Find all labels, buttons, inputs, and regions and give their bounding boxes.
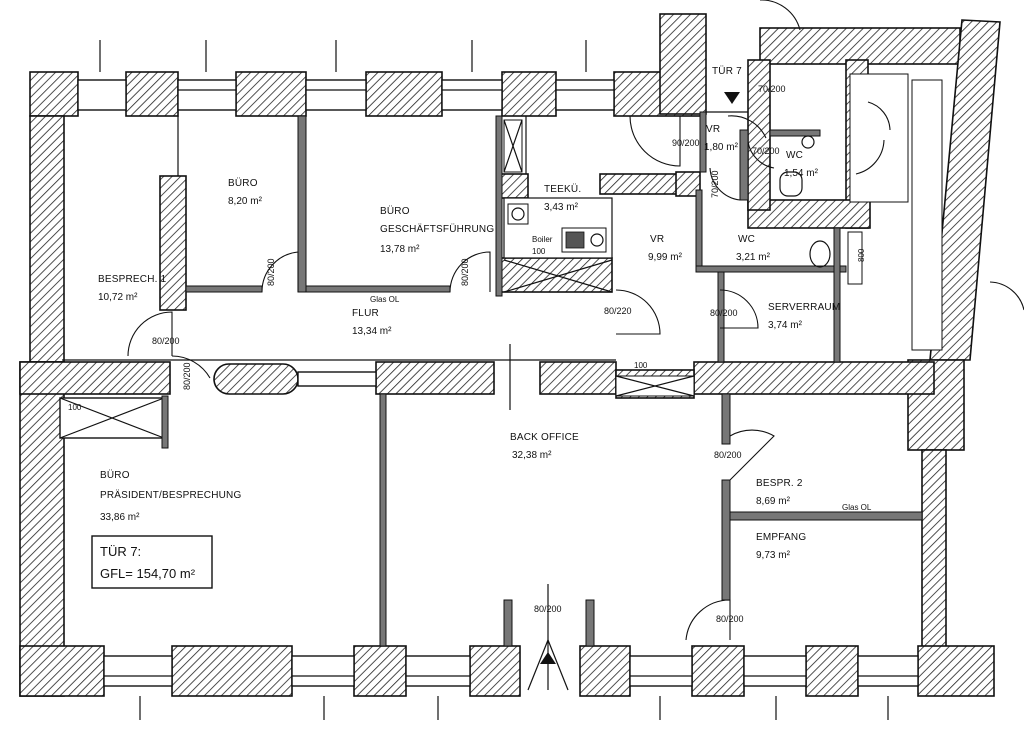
room-name-buero1: BÜRO (228, 177, 258, 189)
room-area-praesident: 33,86 m² (100, 512, 140, 523)
info-box-line2: GFL= 154,70 m² (100, 566, 196, 581)
room-area-buero1: 8,20 m² (228, 196, 263, 207)
door-swings (127, 0, 1024, 641)
room-name2-gf: GESCHÄFTSFÜHRUNG (380, 223, 494, 235)
room-name-teekue: TEEKÜ. (544, 183, 581, 195)
room-name-vr2: VR (650, 234, 664, 245)
door-label: 70/200 (752, 146, 780, 156)
info-box-line1: TÜR 7: (100, 544, 141, 559)
glass-label-besprech2: Glas OL (842, 503, 872, 512)
room-name-besprech1: BESPRECH. 1 (98, 274, 167, 285)
door-labels: 80/200 80/200 80/200 80/220 80/200 90/20… (152, 84, 786, 624)
room-name-praesident: BÜRO (100, 469, 130, 481)
room-area-serverraum: 3,74 m² (768, 320, 803, 331)
room-name2-praesident: PRÄSIDENT/BESPRECHUNG (100, 489, 241, 501)
door-label: 70/200 (758, 84, 786, 94)
exterior-walls (19, 13, 1001, 697)
windows (77, 79, 919, 687)
room-name-backoffice: BACK OFFICE (510, 432, 579, 443)
room-name-gf: BÜRO (380, 205, 410, 217)
annotations: TÜR 7 Glas OL Glas OL Boiler 100 100 100… (68, 65, 872, 512)
door-label: 80/200 (716, 614, 744, 624)
room-name-vr1: VR (706, 124, 720, 135)
partitions (59, 73, 943, 691)
kitchen-label-boiler: Boiler (532, 235, 553, 244)
note-800: 800 (857, 248, 866, 262)
room-name-flur: FLUR (352, 308, 379, 319)
room-area-vr1: 1,80 m² (704, 142, 739, 153)
tuer7-top-label: TÜR 7 (712, 65, 742, 77)
door-label: 80/200 (460, 258, 470, 286)
door-label: 80/220 (604, 306, 632, 316)
info-box: TÜR 7: GFL= 154,70 m² (91, 535, 213, 589)
room-area-besprech1: 10,72 m² (98, 292, 138, 303)
room-area-wc1: 1,54 m² (784, 168, 819, 179)
room-area-besprech2: 8,69 m² (756, 496, 791, 507)
grid-ticks (99, 40, 889, 720)
room-name-wc1: WC (786, 150, 803, 161)
room-name-empfang: EMPFANG (756, 532, 806, 543)
door-label: 80/200 (182, 362, 192, 390)
room-area-vr2: 9,99 m² (648, 252, 683, 263)
door-label: 90/200 (672, 138, 700, 148)
door-label: 80/200 (710, 308, 738, 318)
room-labels: BESPRECH. 1 10,72 m² BÜRO 8,20 m² BÜRO G… (98, 124, 840, 561)
room-name-serverraum: SERVERRAUM (768, 302, 840, 313)
room-area-empfang: 9,73 m² (756, 550, 791, 561)
room-area-backoffice: 32,38 m² (512, 450, 552, 461)
room-area-flur: 13,34 m² (352, 326, 392, 337)
door-label: 70/200 (710, 170, 720, 198)
glass-label-flur: Glas OL (370, 295, 400, 304)
room-name-besprech2: BESPR. 2 (756, 478, 803, 489)
room-area-teekue: 3,43 m² (544, 202, 579, 213)
door-label: 80/200 (714, 450, 742, 460)
note-corridor: 100 (634, 361, 648, 370)
door-label: 80/200 (266, 258, 276, 286)
door-label: 80/200 (534, 604, 562, 614)
room-name-wc2: WC (738, 234, 755, 245)
kitchen-label-100: 100 (532, 247, 546, 256)
door-label: 80/200 (152, 336, 180, 346)
room-area-wc2: 3,21 m² (736, 252, 771, 263)
room-area-gf: 13,78 m² (380, 244, 420, 255)
note-small: 100 (68, 403, 82, 412)
